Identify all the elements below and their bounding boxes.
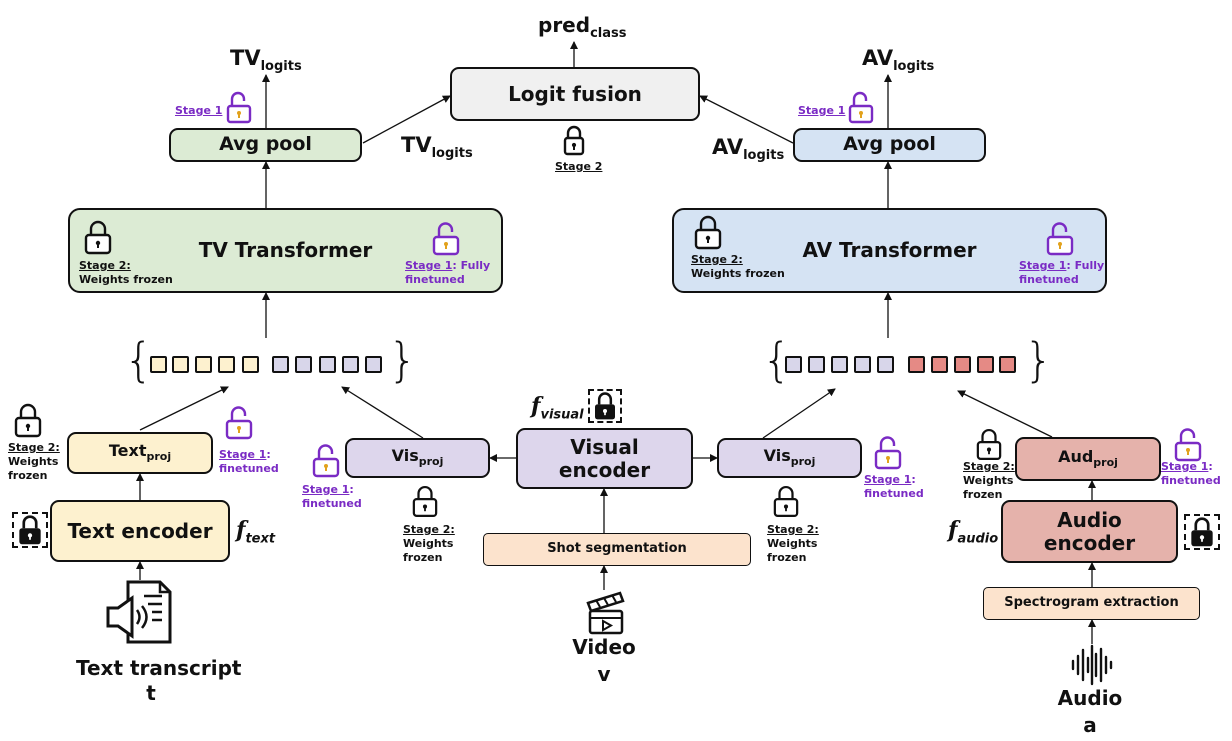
textenc-lock-icon xyxy=(12,512,48,548)
av-visual-token xyxy=(877,356,894,373)
av-tokens-right-brace: } xyxy=(1024,333,1054,387)
av-visual-token xyxy=(854,356,871,373)
audproj-finetuned-label: Stage 1:finetuned xyxy=(1161,460,1221,487)
visproj-left-finetuned-label: Stage 1:finetuned xyxy=(302,483,362,510)
fusion-lock-icon xyxy=(563,124,585,160)
visenc-lock-icon xyxy=(588,389,622,423)
av-visual-token xyxy=(831,356,848,373)
logit-fusion-box: Logit fusion xyxy=(450,67,700,121)
text-proj-box: Textproj xyxy=(67,432,213,474)
arrow-textproj-to-tokens xyxy=(139,386,229,431)
text-encoder-box: Text encoder xyxy=(50,500,230,562)
visproj-left-unlock-icon xyxy=(312,442,340,482)
textproj-unlock-icon xyxy=(225,404,253,444)
visproj-right-lock-icon xyxy=(773,484,799,522)
tv-avg-pool-box: Avg pool xyxy=(169,128,362,162)
tv-visual-token xyxy=(365,356,382,373)
tv-frozen-label: Stage 2:Weights frozen xyxy=(79,259,173,286)
vis-proj-right-box: Visproj xyxy=(717,438,862,478)
av-pool-unlock-icon xyxy=(848,90,874,128)
audenc-lock-icon xyxy=(1184,514,1220,550)
waveform-icon xyxy=(1070,644,1114,690)
spectrogram-extraction-box: Spectrogram extraction xyxy=(983,587,1200,620)
tv-pool-stage-label: Stage 1 xyxy=(175,104,223,117)
tv-text-token xyxy=(172,356,189,373)
av-logits-mid-label: AVlogits xyxy=(712,135,785,164)
av-pool-stage-label: Stage 1 xyxy=(798,104,846,117)
shot-segmentation-box: Shot segmentation xyxy=(483,533,751,566)
av-audio-token xyxy=(908,356,925,373)
tv-transformer-box: TV Transformer xyxy=(68,208,503,293)
tv-visual-token xyxy=(342,356,359,373)
tv-tokens-right-brace: } xyxy=(388,333,418,387)
visproj-right-finetuned-label: Stage 1:finetuned xyxy=(864,473,924,500)
f-audio-label: faudio xyxy=(948,517,999,547)
transcript-audio-icon xyxy=(104,580,174,650)
av-transformer-lock-icon xyxy=(694,214,722,254)
av-audio-token xyxy=(954,356,971,373)
tv-visual-token xyxy=(295,356,312,373)
tv-text-token xyxy=(242,356,259,373)
av-logits-out-label: AVlogits xyxy=(862,46,935,75)
av-audio-token xyxy=(931,356,948,373)
tv-logits-mid-label: TVlogits xyxy=(401,133,473,162)
av-avg-pool-box: Avg pool xyxy=(793,128,986,162)
arrow-tvpool-to-fusion xyxy=(362,95,451,144)
arrow-audproj-to-tokens xyxy=(957,390,1053,438)
tv-transformer-lock-icon xyxy=(84,219,112,259)
tv-text-token xyxy=(150,356,167,373)
aud-proj-box: Audproj xyxy=(1015,437,1161,481)
tv-transformer-unlock-icon xyxy=(432,220,460,260)
visproj-left-lock-icon xyxy=(412,484,438,522)
av-transformer-unlock-icon xyxy=(1046,220,1074,260)
clapperboard-icon xyxy=(586,591,626,641)
arrow-visproj-to-tvtokens xyxy=(341,386,424,439)
av-audio-token xyxy=(999,356,1016,373)
arrow-avpool-to-fusion xyxy=(699,95,794,144)
textproj-lock-icon xyxy=(14,402,42,442)
av-visual-token xyxy=(808,356,825,373)
tv-visual-token xyxy=(272,356,289,373)
tv-text-token xyxy=(195,356,212,373)
f-visual-label: fvisual xyxy=(531,393,584,423)
av-audio-token xyxy=(977,356,994,373)
av-frozen-label: Stage 2:Weights frozen xyxy=(691,253,785,280)
audproj-unlock-icon xyxy=(1174,426,1202,466)
pred-class-label: predclass xyxy=(538,13,627,41)
vis-proj-left-box: Visproj xyxy=(345,438,490,478)
tv-pool-unlock-icon xyxy=(226,90,252,128)
audproj-lock-icon xyxy=(976,427,1002,465)
arrow-visproj-to-avtokens xyxy=(762,388,836,439)
av-visual-token xyxy=(785,356,802,373)
tv-text-token xyxy=(218,356,235,373)
visproj-right-unlock-icon xyxy=(874,434,902,474)
f-text-label: ftext xyxy=(236,517,276,547)
tv-visual-token xyxy=(319,356,336,373)
tv-logits-out-label: TVlogits xyxy=(230,46,302,75)
fusion-stage-label: Stage 2 xyxy=(555,160,603,173)
tv-tokens-left-brace: { xyxy=(124,333,154,387)
textproj-finetuned-label: Stage 1:finetuned xyxy=(219,448,279,475)
av-transformer-box: AV Transformer xyxy=(672,208,1107,293)
